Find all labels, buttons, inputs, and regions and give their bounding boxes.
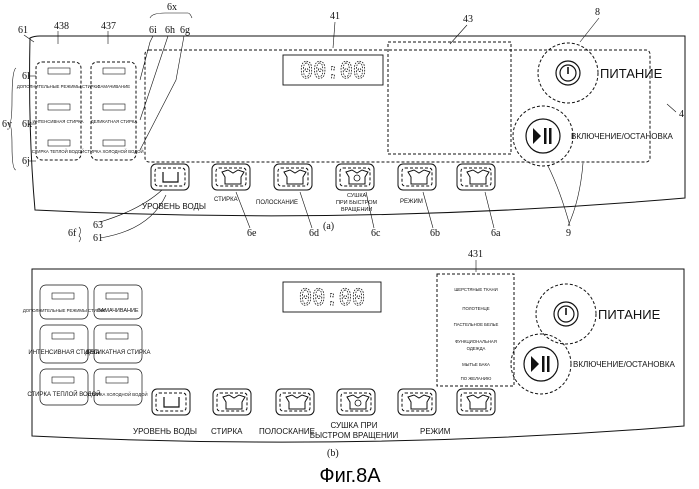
mode2-icon-a <box>467 170 489 184</box>
option-soak-a[interactable]: ЗАМАЧИВАНИЕ <box>98 84 130 89</box>
option-soak-b[interactable]: ЗАМАЧИВАНИЕ <box>97 308 139 314</box>
sublabel-b: (b) <box>327 448 339 459</box>
wash-icon-a <box>222 170 244 184</box>
mode-label-a: РЕЖИМ <box>400 199 423 205</box>
ref-431: 431 <box>468 249 483 260</box>
dry-label-a-3: ВРАЩЕНИИ <box>341 207 372 213</box>
mode-functional-1[interactable]: ФУНКЦИОНАЛЬНАЯ <box>455 339 497 344</box>
start-stop-label-b: ВКЛЮЧЕНИЕ/ОСТАНОВКА <box>573 360 676 369</box>
ref-6d: 6d <box>309 228 319 239</box>
button-row-b <box>152 389 495 415</box>
ref-6g: 6g <box>180 25 190 36</box>
rinse-icon-a <box>284 170 306 184</box>
option-delicate-b[interactable]: ДЕЛИКАТНАЯ СТИРКА <box>86 350 151 356</box>
ref-8: 8 <box>595 7 600 18</box>
option-cold-a[interactable]: СТИРКА ХОЛОДНОЙ ВОДОЙ <box>84 149 143 154</box>
panel-b: ДОПОЛНИТЕЛЬНЫЕ РЕЖИМЫ СТИРКИ ИНТЕНСИВНАЯ… <box>23 249 684 459</box>
option-delicate-a[interactable]: ДЕЛИКАТНАЯ СТИРКА <box>91 119 138 124</box>
water-level-label-b: УРОВЕНЬ ВОДЫ <box>133 427 197 436</box>
ref-6j: 6j <box>22 156 30 167</box>
ref-6h: 6h <box>165 25 175 36</box>
ref-43: 43 <box>463 14 473 25</box>
mode-icon-b <box>408 395 430 409</box>
wash-label-b: СТИРКА <box>211 427 243 436</box>
mode-wool[interactable]: ШЕРСТЯНЫЕ ТКАНИ <box>454 287 497 292</box>
ref-437: 437 <box>101 21 116 32</box>
mode-pastel[interactable]: ПАСТЕЛЬНОЕ БЕЛЬЕ <box>454 322 499 327</box>
start-ring-b <box>511 334 571 394</box>
time-display-a: 00:00 <box>300 59 366 84</box>
power-label-b: ПИТАНИЕ <box>598 307 661 322</box>
option-warm-a[interactable]: СТИРКА ТЕПЛОЙ ВОДОЙ <box>32 149 84 154</box>
dry-label-a-1: СУШКА <box>347 193 367 199</box>
option-extra-modes-a[interactable]: ДОПОЛНИТЕЛЬНЫЕ РЕЖИМЫ СТИРКИ <box>17 84 99 89</box>
dry-label-b-2: БЫСТРОМ ВРАЩЕНИИ <box>310 431 399 440</box>
dry-label-b-1: СУШКА ПРИ <box>331 421 378 430</box>
ref-6b: 6b <box>430 228 440 239</box>
mode-custom[interactable]: ПО ЖЕЛАНИЮ <box>461 376 492 381</box>
ref-6l: 6l <box>22 71 30 82</box>
button-region-a <box>145 50 650 162</box>
ref-6i: 6i <box>149 25 157 36</box>
ref-438: 438 <box>54 21 69 32</box>
option-cold-b[interactable]: СТИРКА ХОЛОДНОЙ ВОДОЙ <box>88 392 147 397</box>
ref-61-bottom: 61 <box>93 233 103 244</box>
ref-6k: 6k <box>22 119 32 130</box>
ref-61-top: 61 <box>18 25 28 36</box>
ref-6e: 6e <box>247 228 257 239</box>
ref-41: 41 <box>330 11 340 22</box>
time-display-b: 00:00 <box>299 286 365 311</box>
water-level-icon-a <box>163 172 178 182</box>
start-stop-button-b[interactable] <box>524 347 558 381</box>
mode-towel[interactable]: ПОЛОТЕНЦЕ <box>462 306 489 311</box>
rinse-label-a: ПОЛОСКАНИЕ <box>256 200 298 206</box>
wash-icon-b <box>223 395 245 409</box>
mode-tub-clean[interactable]: МЫТЬЕ БАКА <box>462 362 490 367</box>
ref-6y: 6y <box>2 119 12 130</box>
spin-icon-a <box>346 170 368 184</box>
ref-6f: 6f <box>68 228 77 239</box>
ref-6x: 6x <box>167 2 177 13</box>
water-level-icon-b <box>164 397 179 407</box>
start-ring-a <box>513 106 573 166</box>
mode-label-b: РЕЖИМ <box>420 427 451 436</box>
ref-4: 4 <box>679 109 684 120</box>
mode2-icon-b <box>467 395 489 409</box>
ref-6c: 6c <box>371 228 381 239</box>
right-options-a: ЗАМАЧИВАНИЕ ДЕЛИКАТНАЯ СТИРКА СТИРКА ХОЛ… <box>84 68 143 154</box>
sublabel-a: (a) <box>323 221 334 232</box>
rinse-label-b: ПОЛОСКАНИЕ <box>259 427 315 436</box>
option-intensive-a[interactable]: ИНТЕНСИВНАЯ СТИРКА <box>32 119 83 124</box>
mode-functional-2[interactable]: ОДЕЖДА <box>467 346 486 351</box>
mode-region-43 <box>388 42 511 154</box>
ref-9: 9 <box>566 228 571 239</box>
spin-icon-b <box>347 395 369 409</box>
button-row-a <box>151 164 495 190</box>
start-stop-label-a: ВКЛЮЧЕНИЕ/ОСТАНОВКА <box>571 132 674 141</box>
option-extra-modes-b[interactable]: ДОПОЛНИТЕЛЬНЫЕ РЕЖИМЫ СТИРКИ <box>23 308 105 313</box>
ref-6a: 6a <box>491 228 501 239</box>
figure-caption: Фиг.8A <box>319 465 381 487</box>
panel-a: ДОПОЛНИТЕЛЬНЫЕ РЕЖИМЫ СТИРКИ ИНТЕНСИВНАЯ… <box>2 2 685 244</box>
water-level-label-a: УРОВЕНЬ ВОДЫ <box>142 202 206 211</box>
wash-label-a: СТИРКА <box>214 197 238 203</box>
start-stop-button-a[interactable] <box>526 119 560 153</box>
rinse-icon-b <box>286 395 308 409</box>
dry-label-a-2: ПРИ БЫСТРОМ <box>336 200 378 206</box>
mode-icon-a <box>408 170 430 184</box>
power-label-a: ПИТАНИЕ <box>600 66 663 81</box>
